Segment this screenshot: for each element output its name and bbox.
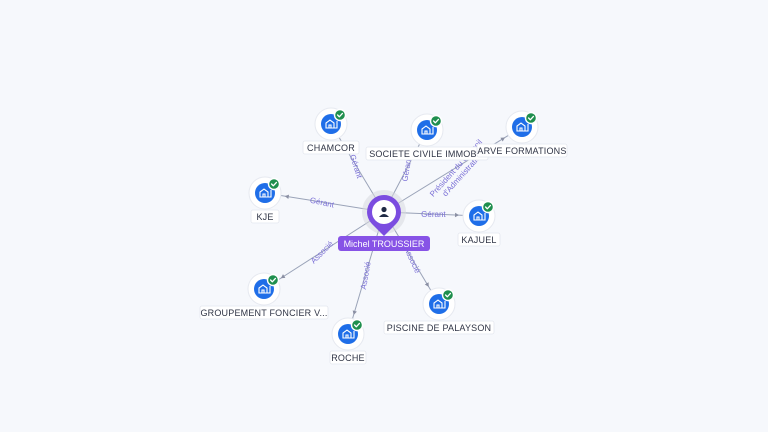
company-label-box bbox=[302, 140, 360, 155]
edge-relation-label: Associé bbox=[359, 260, 373, 290]
company-node-societe-civile[interactable]: SOCIETE CIVILE IMMOB... bbox=[365, 113, 489, 161]
company-label-box bbox=[329, 350, 367, 365]
company-label[interactable]: ARVE FORMATIONS bbox=[477, 146, 566, 156]
company-label[interactable]: CHAMCOR bbox=[307, 143, 355, 153]
verified-check-icon bbox=[441, 288, 455, 302]
building-icon bbox=[342, 329, 355, 339]
company-label[interactable]: ROCHE bbox=[331, 353, 365, 363]
company-label[interactable]: KAJUEL bbox=[461, 235, 496, 245]
edge-relation-label: Associé bbox=[309, 239, 336, 266]
company-node-piscine[interactable]: PISCINE DE PALAYSON bbox=[383, 287, 495, 335]
edge-relation-label: Gérant bbox=[421, 210, 446, 219]
company-label[interactable]: KJE bbox=[256, 212, 273, 222]
arrow-icon bbox=[454, 212, 460, 218]
building-icon bbox=[473, 211, 486, 221]
company-node-kje[interactable]: KJE bbox=[248, 176, 282, 224]
verified-check-icon bbox=[267, 177, 281, 191]
company-node-kajuel[interactable]: KAJUEL bbox=[457, 199, 501, 247]
company-label-box bbox=[457, 232, 501, 247]
person-name[interactable]: Michel TROUSSIER bbox=[344, 239, 425, 249]
building-icon bbox=[259, 188, 272, 198]
edge-label-group: Gérant bbox=[400, 156, 413, 182]
company-label[interactable]: GROUPEMENT FONCIER V... bbox=[200, 308, 327, 318]
company-node-groupement[interactable]: GROUPEMENT FONCIER V... bbox=[199, 272, 329, 320]
company-label-box bbox=[383, 320, 495, 335]
building-icon bbox=[433, 299, 446, 309]
edge-relation-label: Gérant bbox=[309, 196, 336, 210]
building-icon bbox=[516, 122, 529, 132]
edge-label-group: Associé bbox=[359, 260, 373, 290]
company-node-arve[interactable]: ARVE FORMATIONS bbox=[476, 110, 568, 158]
building-icon bbox=[258, 284, 271, 294]
verified-check-icon bbox=[481, 200, 495, 214]
verified-check-icon bbox=[524, 111, 538, 125]
edge-label-group: Gérant bbox=[348, 153, 364, 180]
person-icon bbox=[379, 206, 389, 217]
building-icon bbox=[325, 119, 338, 129]
company-label-box bbox=[250, 209, 280, 224]
edge-label-group: Associé bbox=[309, 239, 336, 266]
company-label[interactable]: SOCIETE CIVILE IMMOB... bbox=[369, 149, 485, 159]
arrow-icon bbox=[500, 137, 505, 142]
edge-relation-label: Gérant bbox=[400, 156, 413, 182]
edge-label-group: Gérant bbox=[421, 210, 446, 219]
verified-check-icon bbox=[266, 273, 280, 287]
building-icon bbox=[421, 125, 434, 135]
verified-check-icon bbox=[333, 108, 347, 122]
center-person-node[interactable]: Michel TROUSSIER bbox=[338, 190, 430, 251]
company-label[interactable]: PISCINE DE PALAYSON bbox=[387, 323, 492, 333]
arrow-icon bbox=[284, 194, 290, 199]
edge-relation-label: Gérant bbox=[348, 153, 364, 180]
arrow-icon bbox=[424, 282, 429, 287]
company-node-roche[interactable]: ROCHE bbox=[329, 317, 367, 365]
edge-label-group: Gérant bbox=[309, 196, 336, 210]
company-label-box bbox=[476, 143, 568, 158]
arrow-icon bbox=[280, 274, 286, 279]
verified-check-icon bbox=[429, 114, 443, 128]
verified-check-icon bbox=[350, 318, 364, 332]
arrow-icon bbox=[352, 310, 357, 315]
edge-line bbox=[383, 126, 523, 213]
company-label-box bbox=[199, 305, 329, 320]
nodes-layer: CHAMCOR SOCIETE CIVILE IMMOB...ARVE FORMA… bbox=[199, 107, 568, 365]
company-node-chamcor[interactable]: CHAMCOR bbox=[302, 107, 360, 155]
center-label-box bbox=[338, 236, 430, 251]
